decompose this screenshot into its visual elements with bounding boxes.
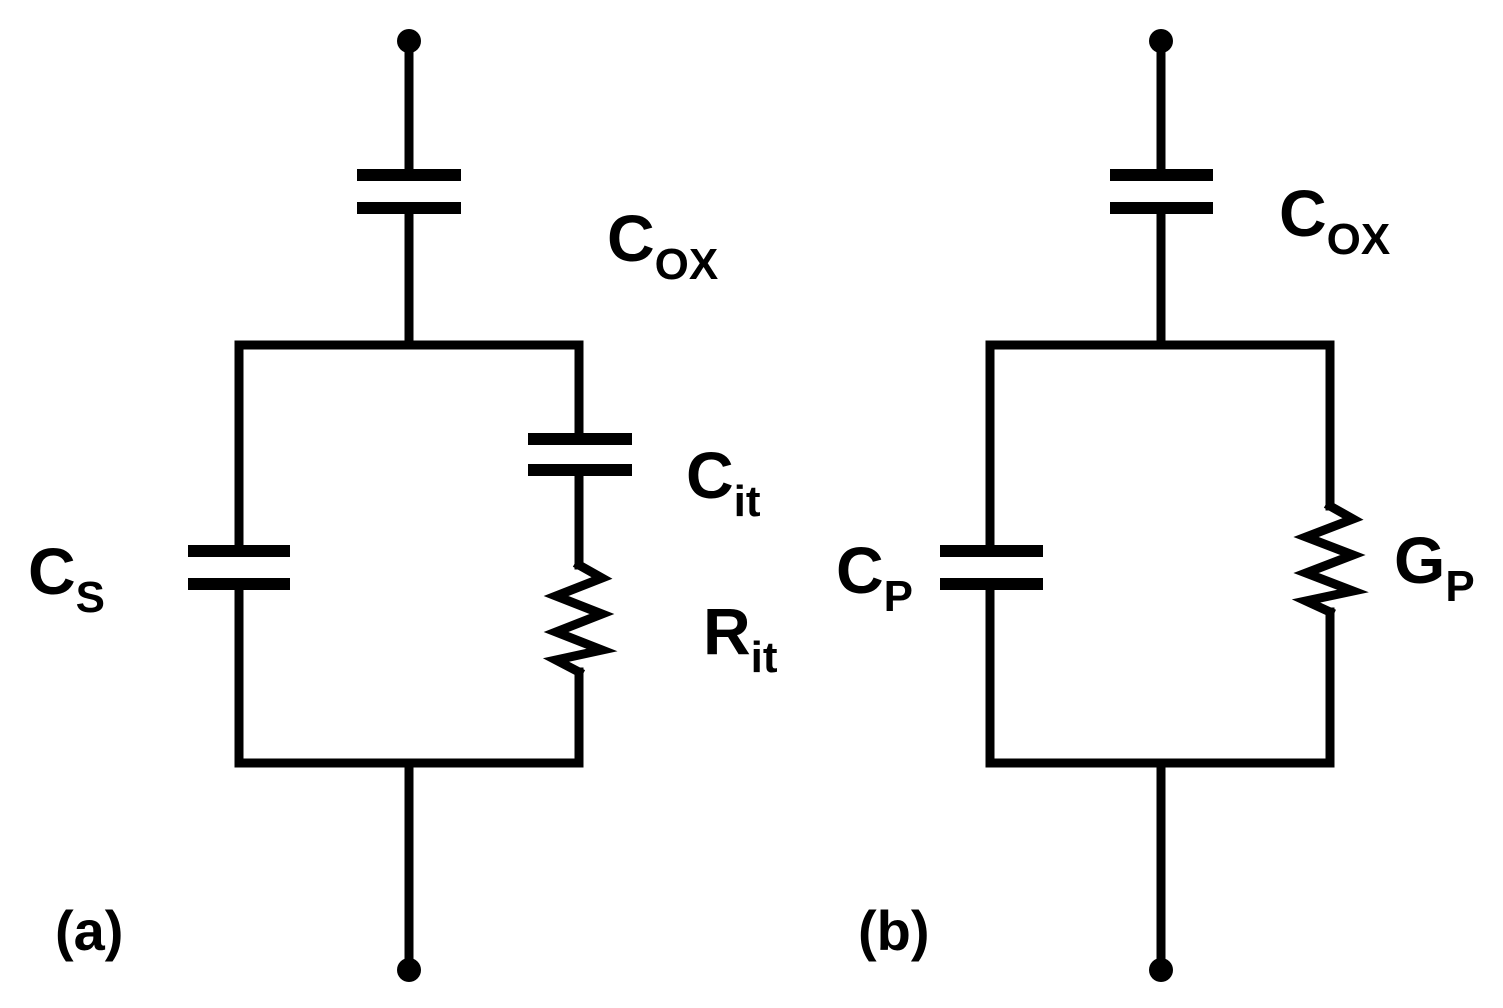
circuit-a-cit-sub: it [734,477,761,526]
circuit-b-gp-label: GP [1394,523,1475,611]
circuit-a-rit-resistor [542,558,618,679]
circuit-b-gp-resistor [1291,499,1369,618]
circuit-a-cs-sub: S [76,573,105,622]
circuit-a-bottom-terminal [397,958,421,982]
circuit-b-bottom-terminal [1149,958,1173,982]
circuit-a-rit-label: Rit [703,594,778,682]
circuit-b-panel-label: (b) [858,899,930,962]
circuit-b-cp-main: C [836,533,884,607]
circuit-b-cox-sub: OX [1327,215,1391,264]
circuit-a-cox-sub: OX [655,240,719,289]
circuit-a-cox-label: COX [607,201,718,289]
circuit-b-cox-label: COX [1279,176,1390,264]
circuit-b-gp-main: G [1394,523,1445,597]
circuit-a: COX CS Cit Rit (a) [28,29,778,982]
circuit-a-cox-main: C [607,201,655,275]
circuit-b-gp-sub: P [1445,562,1474,611]
circuit-a-cit-label: Cit [686,438,761,526]
circuit-a-rit-main: R [703,594,751,668]
circuit-a-panel-label: (a) [55,899,123,962]
circuit-b-cp-sub: P [884,572,913,621]
circuit-b-cox-main: C [1279,176,1327,250]
circuit-a-cs-label: CS [28,534,105,622]
circuit-a-cit-main: C [686,438,734,512]
circuit-b-cp-label: CP [836,533,913,621]
circuit-a-rit-sub: it [751,633,778,682]
circuit-a-cs-main: C [28,534,76,608]
circuit-b: COX CP GP (b) [836,29,1475,982]
